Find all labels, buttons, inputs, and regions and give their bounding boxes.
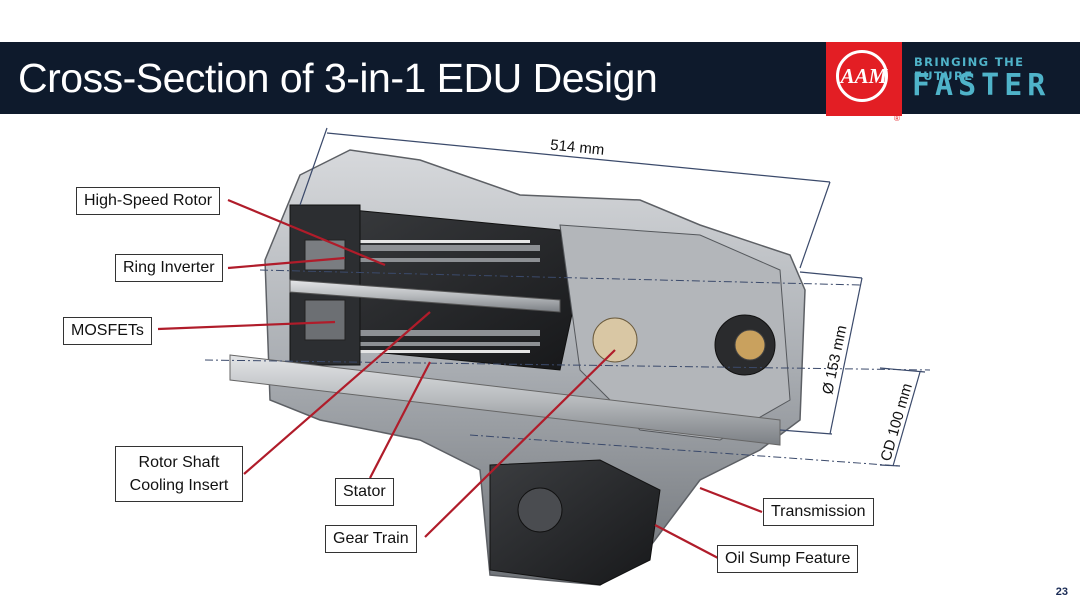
page-number: 23 [1055, 586, 1068, 598]
centerlines [204, 269, 931, 467]
ring-inverter-block [304, 239, 346, 271]
registered-mark: ® [894, 114, 900, 123]
logo-text: AAM [840, 64, 888, 88]
leader-lines [157, 198, 763, 559]
callout-gear-train: Gear Train [325, 525, 417, 553]
aam-logo: AAM [826, 42, 902, 116]
stator-laminations [340, 245, 540, 346]
center-distance-label: CD 100 mm [878, 381, 916, 463]
rotor-shaft [289, 279, 561, 313]
stator-slots [350, 240, 530, 353]
callout-rotor-shaft-cooling-insert: Rotor Shaft Cooling Insert [115, 446, 243, 502]
tagline-bottom: FASTER [912, 68, 1051, 103]
oil-sump-pump [517, 487, 563, 533]
gear-train-gear [592, 317, 638, 363]
mosfet-block [304, 299, 346, 341]
callout-oil-sump-feature: Oil Sump Feature [717, 545, 859, 573]
slide-title: Cross-Section of 3-in-1 EDU Design [18, 55, 658, 101]
callout-high-speed-rotor: High-Speed Rotor [76, 187, 221, 215]
callout-ring-inverter: Ring Inverter [115, 254, 223, 282]
output-bearing-inner [734, 329, 766, 361]
output-shaft [229, 354, 781, 446]
oil-sump [489, 459, 661, 586]
length-dimension-label: 514 mm [550, 137, 606, 159]
tagline-top: BRINGING THE FUTURE [914, 55, 1025, 83]
callout-transmission: Transmission [763, 498, 874, 526]
logo-ring [836, 50, 888, 102]
dimension-lines [299, 127, 926, 467]
callout-mosfets: MOSFETs [63, 317, 152, 345]
callout-stator: Stator [335, 478, 394, 506]
